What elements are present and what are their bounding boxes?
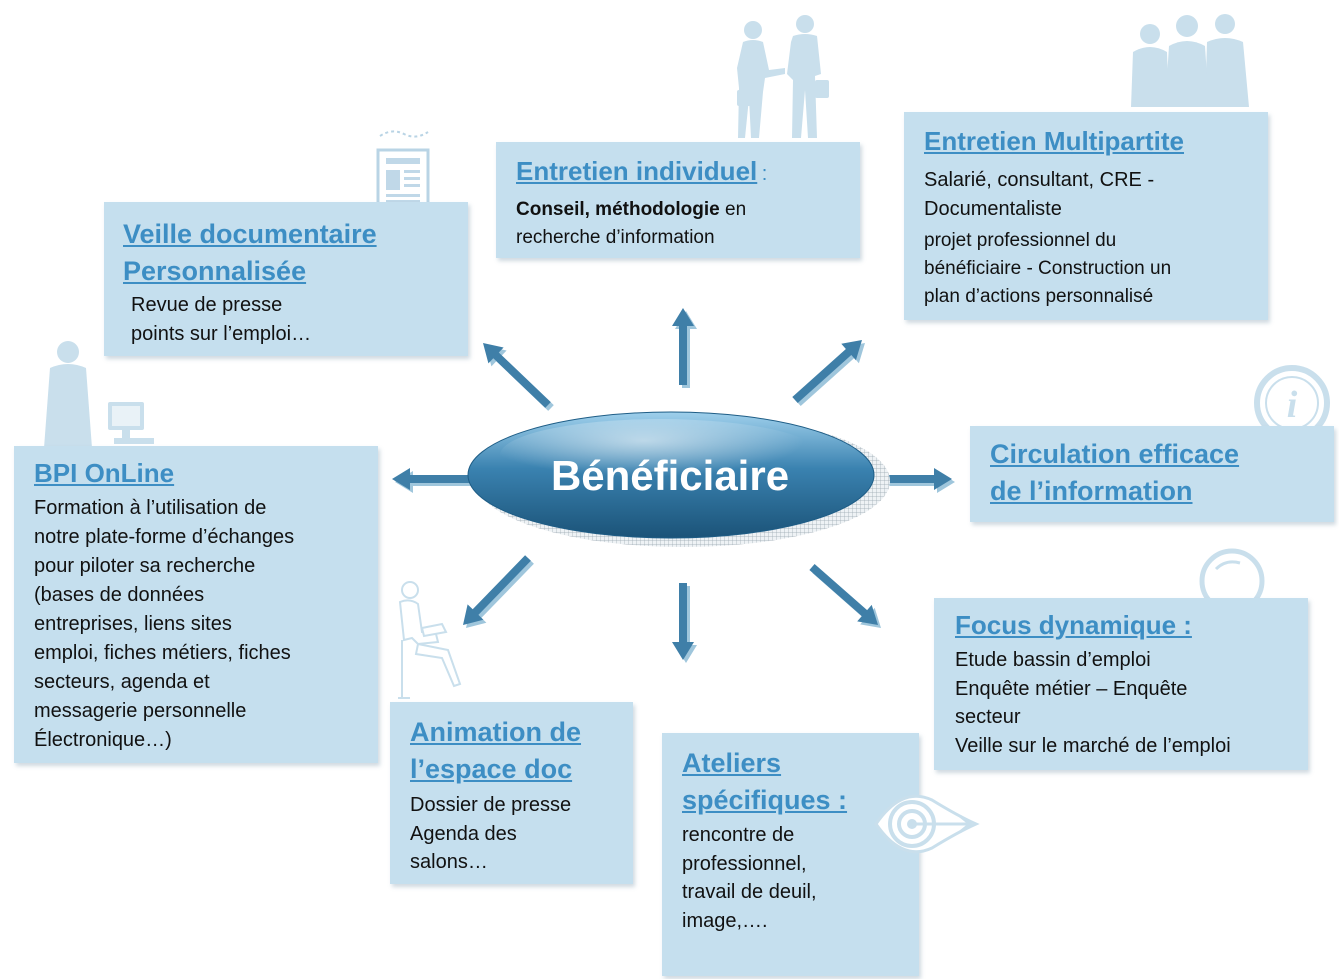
multipartite-line-5: plan d’actions personnalisé xyxy=(924,286,1154,307)
ateliers-line: rencontre de xyxy=(682,824,795,846)
newspaper-icon xyxy=(376,130,430,212)
focus-box: Focus dynamique : Etude bassin d’emploi … xyxy=(934,598,1308,770)
ateliers-line: image,…. xyxy=(682,909,768,932)
ateliers-title-1[interactable]: Ateliers xyxy=(682,748,782,778)
center-label: Bénéficiaire xyxy=(550,452,790,499)
veille-line-2: points sur l’emploi… xyxy=(131,323,312,345)
svg-text:i: i xyxy=(1287,384,1298,426)
individuel-box: Entretien individuel : Conseil, méthodol… xyxy=(496,142,860,258)
bpi-line: entreprises, liens sites xyxy=(34,613,232,635)
bpi-line: secteurs, agenda et xyxy=(34,671,210,693)
focus-line: Enquête métier – Enquête xyxy=(955,677,1188,700)
circulation-title-1[interactable]: Circulation efficace xyxy=(990,439,1240,469)
arrow-up-right xyxy=(792,340,862,403)
arrow-up-left xyxy=(483,343,551,408)
focus-line: Veille sur le marché de l’emploi xyxy=(955,734,1231,757)
multipartite-line-4: bénéficiaire - Construction un xyxy=(924,258,1172,279)
multipartite-line-3: projet professionnel du xyxy=(924,230,1117,251)
arrow-down-right xyxy=(809,564,878,625)
bpi-line: pour piloter sa recherche xyxy=(34,555,256,577)
man-computer-icon xyxy=(44,341,154,448)
bpi-lines: Formation à l’utilisation de notre plate… xyxy=(34,494,294,755)
individuel-rest: en xyxy=(719,199,747,220)
arrow-left xyxy=(392,468,470,490)
animation-line: Dossier de presse xyxy=(410,794,572,816)
bpi-line: notre plate-forme d’échanges xyxy=(34,526,295,548)
bpi-line: Formation à l’utilisation de xyxy=(34,497,267,519)
individuel-colon: : xyxy=(761,163,768,185)
arrow-down-left-shadow xyxy=(466,558,534,628)
circulation-box: Circulation efficace de l’information xyxy=(970,426,1334,522)
ateliers-box: Ateliers spécifiques : rencontre de prof… xyxy=(662,733,919,976)
ateliers-line: professionnel, xyxy=(682,852,807,875)
seated-woman-laptop-icon xyxy=(398,581,462,699)
multipartite-line-2: Documentaliste xyxy=(924,197,1062,220)
animation-line: Agenda des xyxy=(410,822,517,845)
animation-box: Animation de l’espace doc Dossier de pre… xyxy=(390,702,633,884)
info-icon: i xyxy=(1254,365,1330,441)
bpi-line: Électronique…) xyxy=(34,729,172,751)
individuel-title[interactable]: Entretien individuel xyxy=(516,156,758,186)
arrow-up-right-shadow xyxy=(795,343,865,406)
bpi-line: messagerie personnelle xyxy=(34,700,247,722)
animation-title-2[interactable]: l’espace doc xyxy=(410,754,573,784)
focus-title[interactable]: Focus dynamique : xyxy=(955,610,1192,640)
multipartite-title[interactable]: Entretien Multipartite xyxy=(924,126,1185,156)
animation-title-1[interactable]: Animation de xyxy=(410,717,582,747)
bpi-title[interactable]: BPI OnLine xyxy=(34,458,175,488)
group-people-icon xyxy=(1131,14,1249,107)
multipartite-box: Entretien Multipartite Salarié, consulta… xyxy=(904,112,1268,320)
veille-title-2[interactable]: Personnalisée xyxy=(123,256,307,286)
individuel-line-2: recherche d’information xyxy=(516,227,715,248)
arrow-right xyxy=(874,468,952,490)
veille-line-1: Revue de presse xyxy=(131,294,283,316)
bpi-line: emploi, fiches métiers, fiches xyxy=(34,642,291,664)
multipartite-line-1: Salarié, consultant, CRE - xyxy=(924,169,1155,191)
focus-line: Etude bassin d’emploi xyxy=(955,649,1151,671)
arrow-up xyxy=(672,308,694,385)
bpi-line: (bases de données xyxy=(34,584,205,606)
animation-line: salons… xyxy=(410,851,488,873)
veille-title-1[interactable]: Veille documentaire xyxy=(123,219,377,249)
arrow-down-left xyxy=(463,555,531,625)
veille-box: Veille documentaire Personnalisée Revue … xyxy=(104,202,468,356)
circulation-title-2[interactable]: de l’information xyxy=(990,476,1193,506)
individuel-bold: Conseil, méthodologie xyxy=(516,199,720,220)
focus-line: secteur xyxy=(955,706,1021,728)
ateliers-line: travail de deuil, xyxy=(682,881,817,903)
handshake-people-icon xyxy=(737,15,829,138)
arrow-down xyxy=(672,583,694,660)
bpi-box: BPI OnLine Formation à l’utilisation de … xyxy=(14,446,378,763)
target-icon xyxy=(874,794,980,854)
ateliers-title-2[interactable]: spécifiques : xyxy=(682,785,848,815)
